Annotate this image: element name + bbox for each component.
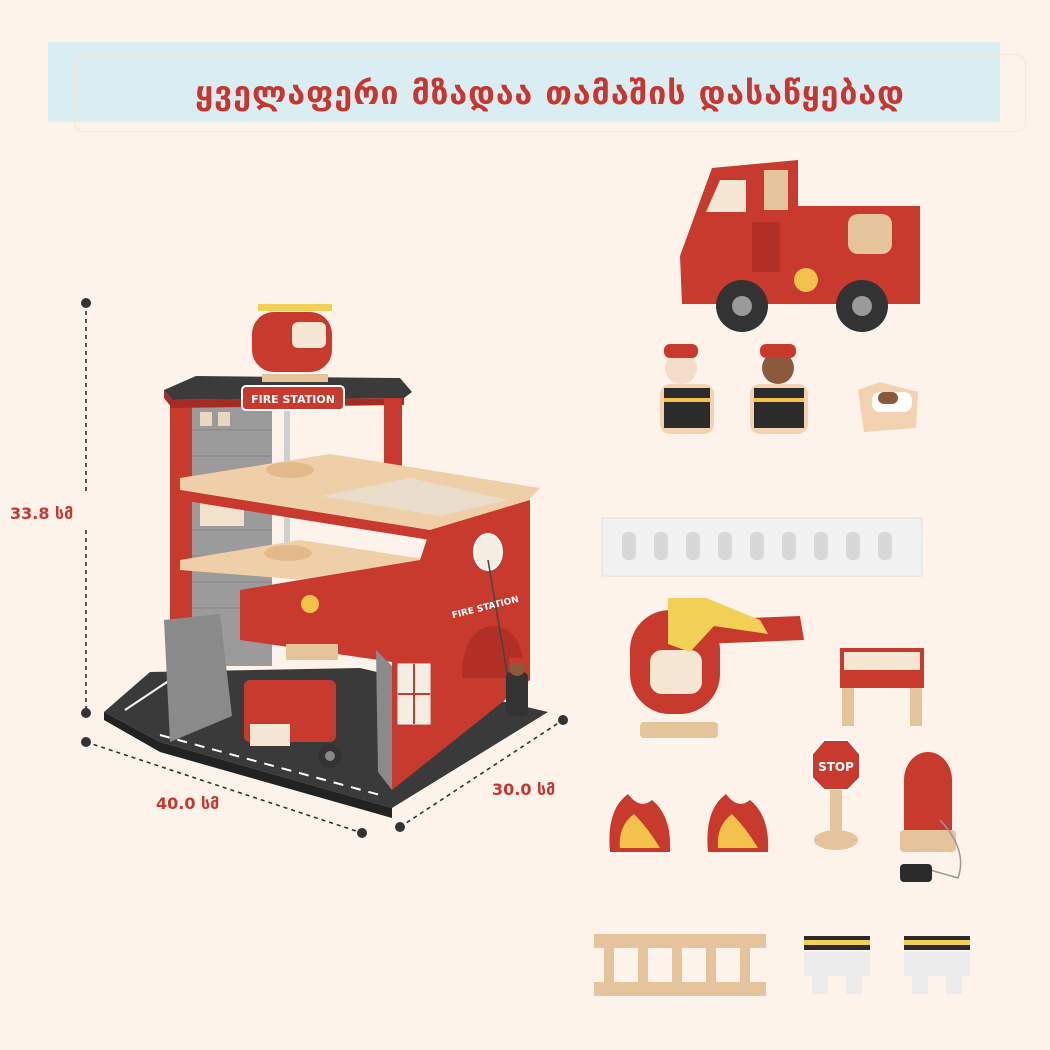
track-piece (601, 517, 923, 577)
banner-title: ყველაფერი მზადაა თამაშის დასაწყებად (195, 74, 905, 112)
fire-station-playset: FIRE STATION FIRE STATION (104, 304, 548, 818)
control-desk (840, 648, 924, 726)
flame-piece-2 (707, 794, 769, 852)
depth-label: 30.0 სმ (492, 780, 556, 799)
stop-sign: STOP (811, 739, 861, 850)
road-barrier-1 (804, 936, 870, 994)
fire-hydrant (900, 752, 962, 882)
dimension-lines (85, 303, 564, 834)
fire-truck-toy (680, 160, 920, 332)
width-label: 40.0 სმ (156, 794, 220, 813)
firefighter-figure-2 (750, 344, 808, 434)
stop-sign-label: STOP (818, 760, 854, 774)
station-sign: FIRE STATION (251, 393, 335, 406)
dimension-dots (81, 298, 568, 838)
dog-figure (858, 382, 918, 432)
banner-background (48, 42, 1000, 122)
height-label: 33.8 სმ (10, 504, 74, 523)
banner-frame (74, 54, 1026, 132)
helicopter-toy (630, 598, 804, 738)
flame-piece-1 (609, 794, 671, 852)
road-barrier-2 (904, 936, 970, 994)
firefighter-figure-1 (660, 344, 714, 434)
title-banner: ყველაფერი მზადაა თამაშის დასაწყებად (48, 42, 1032, 134)
wooden-ladder (594, 934, 766, 996)
